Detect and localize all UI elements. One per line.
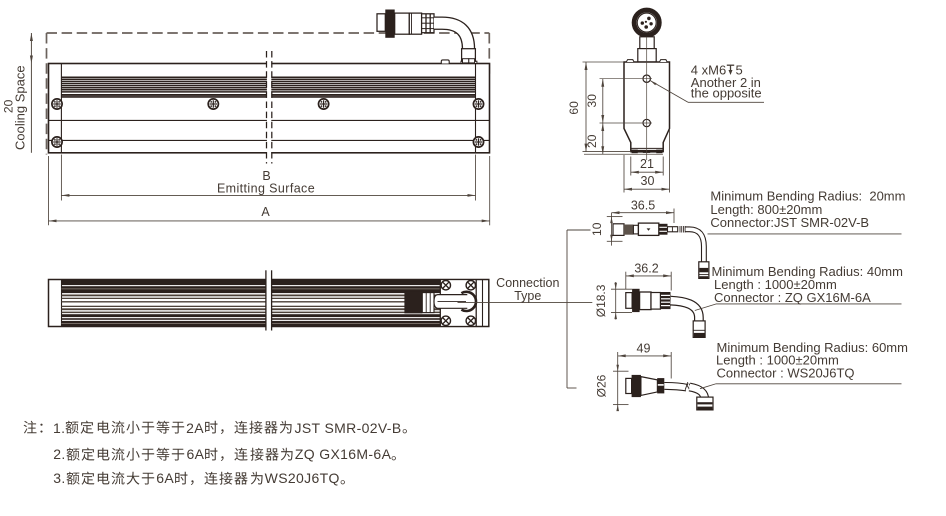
svg-text:Connector:JST SMR-02V-B: Connector:JST SMR-02V-B [710, 215, 869, 230]
svg-text:Length : 1000±20mm: Length : 1000±20mm [716, 353, 839, 368]
svg-text:Ø26: Ø26 [595, 374, 609, 397]
svg-text:Connector : WS20J6TQ: Connector : WS20J6TQ [717, 366, 855, 381]
svg-text:49: 49 [637, 342, 651, 356]
svg-text:the opposite: the opposite [691, 85, 762, 100]
svg-text:Emitting Surface: Emitting Surface [217, 181, 315, 195]
svg-text:4 xM6: 4 xM6 [691, 63, 726, 78]
svg-text:Length : 1000±20mm: Length : 1000±20mm [714, 277, 837, 292]
svg-text:Connection: Connection [496, 276, 559, 290]
svg-text:30: 30 [585, 94, 599, 108]
svg-text:36.5: 36.5 [631, 198, 655, 212]
svg-text:Minimum Bending Radius: 40mm: Minimum Bending Radius: 40mm [712, 264, 903, 279]
svg-text:5: 5 [736, 63, 743, 78]
svg-text:10: 10 [590, 222, 604, 236]
svg-text:Minimum Bending Radius: 60mm: Minimum Bending Radius: 60mm [717, 340, 908, 355]
svg-text:21: 21 [640, 157, 654, 171]
svg-text:A: A [261, 205, 270, 219]
svg-text:B: B [262, 169, 270, 183]
svg-text:Type: Type [514, 289, 541, 303]
svg-text:Ø18.3: Ø18.3 [594, 284, 608, 317]
svg-text:60: 60 [567, 101, 581, 115]
svg-text:Length: 800±20mm: Length: 800±20mm [710, 202, 822, 217]
svg-text:Another 2 in: Another 2 in [691, 75, 761, 90]
svg-text:Cooling Space: Cooling Space [13, 65, 28, 150]
svg-text:Connector : ZQ GX16M-6A: Connector : ZQ GX16M-6A [714, 290, 871, 305]
svg-text:Minimum Bending Radius: 20mm: Minimum Bending Radius: 20mm [710, 189, 905, 204]
svg-text:36.2: 36.2 [634, 262, 658, 276]
svg-text:20: 20 [585, 134, 599, 148]
svg-text:30: 30 [641, 174, 655, 188]
svg-text:20: 20 [2, 99, 16, 113]
